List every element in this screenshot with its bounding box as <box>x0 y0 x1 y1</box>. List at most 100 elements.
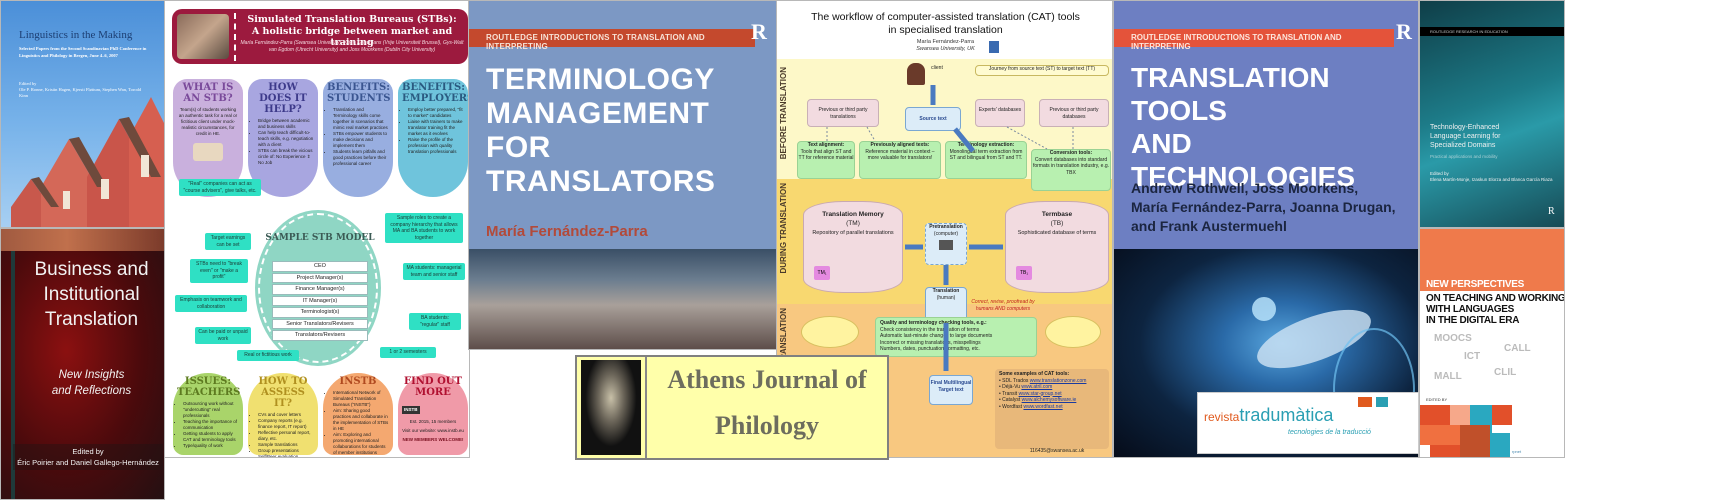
cat-examples-box: Some examples of CAT tools: • SDL Trados… <box>995 369 1109 449</box>
cover-title: TRANSLATION TOOLS AND TECHNOLOGIES <box>1131 61 1418 193</box>
journal-name: revistatradumàtica <box>1204 405 1333 426</box>
tell-specialized-domains-cover[interactable]: ROUTLEDGE RESEARCH IN EDUCATION Technolo… <box>1419 0 1565 228</box>
color-blocks-decoration <box>1420 405 1512 457</box>
bullet: Self/Peer evaluation <box>258 454 314 457</box>
website-link[interactable]: Visit our website: www.instb.eu <box>402 428 464 433</box>
quality-checking-box: Quality and terminology checking tools, … <box>875 317 1037 357</box>
instb-logo: INSTB <box>402 406 420 414</box>
box-title: Pretranslation <box>929 224 963 230</box>
edited-by-label: Edited by <box>1430 171 1449 176</box>
text-alignment-box: Text alignment: Tools that align ST and … <box>797 141 855 179</box>
athens-journal-of-philology[interactable]: Athens Journal of Philology <box>575 355 889 460</box>
bullet: STBs can break the vicious circle of: No… <box>258 148 314 166</box>
example-row: • Wordfast www.wordfast.net <box>999 403 1063 410</box>
box-title: Quality and terminology checking tools, … <box>880 320 987 326</box>
box-sub: (human) <box>936 294 956 301</box>
editors: Éric Poirier and Daniel Gallego-Hernánde… <box>17 458 159 467</box>
tool-link[interactable]: www.star-group.net <box>1018 390 1062 397</box>
title-line: Institutional <box>43 284 140 305</box>
bullet: International Network of Simulated Trans… <box>333 390 389 408</box>
tool-link[interactable]: www.translationzone.com <box>1029 377 1087 384</box>
linguistics-in-the-making-cover[interactable]: Linguistics in the Making Selected Paper… <box>0 0 165 228</box>
tb-body: Sophisticated database of terms <box>1017 230 1097 236</box>
bullet: Group presentations <box>258 448 314 454</box>
model-heading: SAMPLE STB MODEL <box>265 233 375 243</box>
cover-subtitle: New Insights and Reflections <box>19 367 164 399</box>
bullet: Raise the profile of the profession with… <box>408 137 464 155</box>
quality-item: Check consistency in the translation of … <box>880 326 980 333</box>
computer-icon <box>939 240 953 250</box>
statue-image <box>581 360 641 455</box>
title-line: ON TEACHING AND WORKING <box>1426 293 1565 304</box>
term-extraction-box: Terminology extraction: Monolingual term… <box>945 141 1027 179</box>
box-body: Convert databases into standard formats … <box>1032 156 1110 176</box>
university-crest-icon <box>989 41 999 53</box>
title-line: TRANSLATORS <box>486 165 716 198</box>
tm-title: Translation Memory (TM) Repository of pa… <box>804 210 902 238</box>
series-band: ROUTLEDGE RESEARCH IN EDUCATION <box>1420 27 1564 36</box>
bullet: Students learn pitfalls and good practic… <box>333 149 389 167</box>
example-row: • Déjà-Vu www.atril.com <box>999 384 1053 390</box>
terminology-management-cover[interactable]: ROUTLEDGE INTRODUCTIONS TO TRANSLATION A… <box>468 0 778 350</box>
prefix: revista <box>1204 410 1240 424</box>
callout: STBs need to "break even" or "make a pro… <box>190 259 248 283</box>
tm-subset-badge: TM₁ <box>814 266 830 280</box>
cover-author: María Fernández-Parra <box>486 223 648 240</box>
translation-tools-technologies-cover[interactable]: ROUTLEDGE INTRODUCTIONS TO TRANSLATION A… <box>1113 0 1419 458</box>
client-icon <box>907 63 925 85</box>
role-item: Project Manager(s) <box>272 272 368 283</box>
quality-item: Incorrect or missing translations, missp… <box>880 339 981 346</box>
band-text: NEW PERSPECTIVES <box>1426 279 1524 290</box>
library-photo <box>469 249 777 349</box>
role-item: Senior Translators/Revisers <box>272 318 368 329</box>
section-benefits-employers: BENEFITS: EMPLOYERS Employ better prepar… <box>398 79 469 197</box>
box-title: Previously aligned texts: <box>870 142 930 148</box>
bullet: Company reports (e.g. finance report, IT… <box>258 418 314 430</box>
role-item: Terminologist(s) <box>272 307 368 318</box>
section-bullets: Employ better prepared, "fit to market" … <box>402 107 464 155</box>
journal-title-line2: Philology <box>714 411 819 440</box>
new-perspectives-cover[interactable]: NEW PERSPECTIVES ON TEACHING AND WORKING… <box>1419 228 1565 458</box>
section-heading: HOW DOES IT HELP? <box>259 82 307 115</box>
bullet: Getting students to apply CAT and termin… <box>183 431 239 443</box>
box-title: Translation <box>932 288 960 294</box>
tool-link[interactable]: www.alchemysoftware.ie <box>1021 397 1077 403</box>
tool-link[interactable]: www.wordfast.net <box>1023 403 1063 410</box>
example-row: • Catalyst www.alchemysoftware.ie <box>999 397 1077 403</box>
callout: 1 or 2 semesters <box>380 347 436 358</box>
box-title: Terminology extraction: <box>957 142 1015 148</box>
business-institutional-translation-cover[interactable]: Business and Institutional Translation N… <box>0 228 165 500</box>
section-bullets: International Network of Simulated Trans… <box>327 390 389 456</box>
bullet: Employ better prepared, "fit to market" … <box>408 107 464 119</box>
keyword: MALL <box>1434 371 1462 382</box>
zone-label: BEFORE TRANSLATION <box>779 67 788 160</box>
role-item: IT Manager(s) <box>272 295 368 306</box>
revista-tradumatica-logo[interactable]: revistatradumàtica tecnologies de la tra… <box>1197 392 1419 454</box>
section-heading: WHAT IS AN STB? <box>182 82 234 104</box>
cat-workflow-poster[interactable]: The workflow of computer-assisted transl… <box>776 0 1113 458</box>
poster-header: Simulated Translation Bureaus (STBs): A … <box>172 9 468 64</box>
keyword: CLIL <box>1494 367 1517 378</box>
section-heading: HOW TO ASSESS IT? <box>258 376 308 409</box>
tool-name: Déjà-Vu <box>1002 384 1021 390</box>
subtitle-line: and Reflections <box>51 385 132 397</box>
tool-link[interactable]: www.atril.com <box>1021 384 1053 390</box>
imprint: rpnet <box>1512 449 1522 454</box>
subtitle-line: New Insights <box>58 369 125 381</box>
cover-title: Technology-Enhanced Language Learning fo… <box>1430 123 1562 150</box>
translation-box: Translation (human) <box>925 287 967 321</box>
bullet: Bridge between academic and business ski… <box>258 118 314 130</box>
cover-spine <box>11 251 15 499</box>
section-bullets: Outsourcing work without "undercutting" … <box>177 401 239 449</box>
edited-by-label: EDITED BY <box>1426 397 1448 402</box>
cover-editors: Edited by Ole P. Ronne, Kristin Hagen, K… <box>19 81 149 99</box>
robot-hand-illustration <box>1252 297 1415 450</box>
stb-poster[interactable]: Simulated Translation Bureaus (STBs): A … <box>164 0 470 458</box>
callout: MA students: managerial team and senior … <box>403 263 465 280</box>
poster-footer-email: 116435@swansea.ac.uk <box>1029 448 1085 454</box>
editors: Ole P. Ronne, Kristin Hagen, Kjersti Flø… <box>19 87 142 98</box>
cover-editors: Edited by Elena Martín-Monje, Izaskun El… <box>1430 171 1562 183</box>
example-row: • SDL Trados www.translationzone.com <box>999 377 1087 384</box>
quality-item: Automatic last-minute changes to large d… <box>880 333 993 339</box>
tb-subset-badge: TB₁ <box>1016 266 1032 280</box>
